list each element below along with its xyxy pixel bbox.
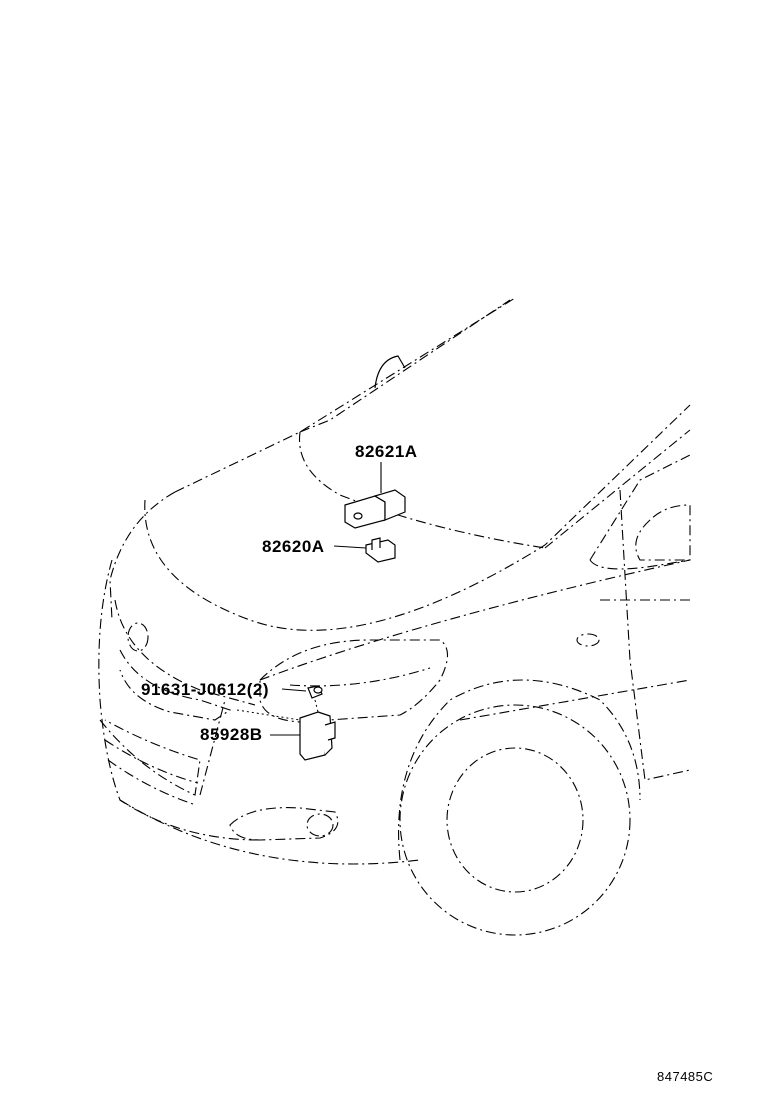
side-marker-lamp (576, 633, 600, 647)
hood-front-edge (109, 491, 176, 621)
fender-top-line (259, 559, 691, 681)
roof-edge-line (174, 297, 516, 493)
upper-grille (119, 649, 232, 721)
hood-side-line (144, 404, 691, 631)
part-label-82621A: 82621A (355, 442, 418, 461)
lower-grille-slat-2 (107, 759, 197, 806)
wheel-arch (398, 679, 641, 861)
side-mirror (635, 504, 691, 561)
door-window-line (589, 454, 691, 561)
figure-code: 847485C (657, 1069, 714, 1084)
bumper-front-outline (98, 559, 261, 841)
upper-grille-line (114, 599, 256, 706)
body-mid-line (459, 679, 691, 721)
lower-grille (99, 719, 201, 796)
part-label-85928B: 85928B (200, 725, 263, 744)
sensor-mount-dotted (236, 709, 301, 721)
screw-to-sensor-line (314, 699, 319, 713)
part-label-82620A: 82620A (262, 537, 325, 556)
emblem (127, 622, 149, 652)
headlamp-inner-line (289, 667, 431, 687)
fog-lamp (306, 813, 334, 837)
headlamp-outline (259, 639, 449, 723)
tire-outer (399, 704, 631, 936)
hood-rear-edge (298, 431, 546, 549)
leader-91631 (281, 688, 307, 692)
part-91631-shape (307, 685, 323, 699)
lower-grille-slat-1 (104, 739, 199, 784)
part-82621A-shape (344, 489, 406, 529)
bumper-corner-line (199, 699, 226, 796)
a-pillar-line (544, 429, 691, 549)
fog-lamp-housing (229, 807, 339, 841)
wheel-rim (446, 747, 584, 893)
part-label-91631-J0612: 91631-J0612(2) (141, 680, 269, 699)
door-front-line (619, 489, 691, 781)
bumper-lower-edge (119, 799, 421, 865)
leader-82620A (333, 545, 367, 549)
mirror-base-line (589, 559, 691, 570)
wiper-pivot (374, 355, 406, 389)
part-82620A-shape (365, 537, 396, 563)
part-85928B-shape (299, 711, 336, 761)
